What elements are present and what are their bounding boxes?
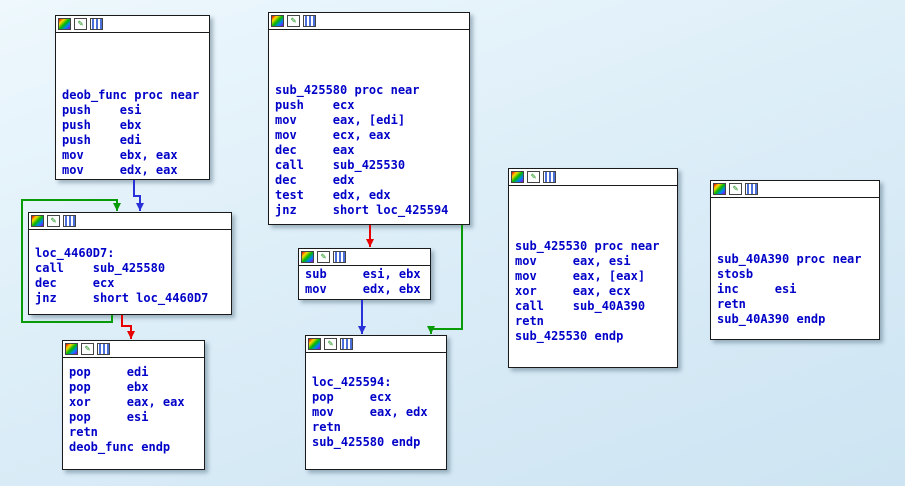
asm-line[interactable]: retn [312,420,341,434]
asm-line[interactable]: jnz short loc_4460D7 [35,291,209,305]
group-node-icon[interactable] [340,338,353,350]
node-color-icon[interactable] [58,18,71,30]
asm-line[interactable]: call sub_425580 [35,261,166,275]
group-node-icon[interactable] [97,343,110,355]
edit-node-icon[interactable]: ✎ [287,15,300,27]
asm-line[interactable]: dec eax [275,143,355,157]
asm-line[interactable]: mov edx, eax [62,163,178,177]
node-color-icon[interactable] [713,183,726,195]
asm-line[interactable]: push esi [62,103,142,117]
asm-line[interactable]: stosb [717,267,754,281]
asm-line[interactable]: mov eax, edx [312,405,428,419]
flow-edge-deob_func_entry-to-loc_4460D7 [133,180,144,211]
asm-line[interactable]: push ecx [275,98,355,112]
node-titlebar[interactable]: ✎ [299,249,430,266]
asm-line[interactable]: sub_40A390 endp [717,312,826,326]
group-node-icon[interactable] [543,171,556,183]
node-titlebar[interactable]: ✎ [306,336,446,353]
group-node-icon[interactable] [63,215,76,227]
flow-edge-loc_4460D7-to-deob_func_exit [121,315,135,339]
asm-line[interactable]: mov eax, [edi] [275,113,406,127]
asm-line[interactable]: xor eax, eax [69,395,185,409]
asm-line[interactable]: mov ebx, eax [62,148,178,162]
node-color-icon[interactable] [31,215,44,227]
asm-line[interactable]: pop esi [69,410,149,424]
edit-node-icon[interactable]: ✎ [729,183,742,195]
edit-node-icon[interactable]: ✎ [47,215,60,227]
group-node-icon[interactable] [90,18,103,30]
node-color-icon[interactable] [271,15,284,27]
asm-line[interactable]: mov eax, esi [515,254,631,268]
asm-line[interactable]: dec edx [275,173,355,187]
asm-line[interactable]: mov ecx, eax [275,128,391,142]
node-titlebar[interactable]: ✎ [56,16,209,33]
asm-line[interactable]: sub_425580 proc near [275,83,420,97]
node-titlebar[interactable]: ✎ [269,13,469,30]
edit-node-icon[interactable]: ✎ [527,171,540,183]
asm-line[interactable]: pop edi [69,365,149,379]
asm-line[interactable]: pop ebx [69,380,149,394]
asm-line[interactable]: push ebx [62,118,142,132]
group-node-icon[interactable] [745,183,758,195]
asm-line[interactable]: sub_40A390 proc near [717,252,862,266]
edit-node-icon[interactable]: ✎ [74,18,87,30]
node-color-icon[interactable] [65,343,78,355]
asm-line[interactable]: retn [69,425,98,439]
asm-line[interactable]: sub_425530 proc near [515,239,660,253]
asm-line[interactable]: deob_func endp [69,440,171,454]
asm-line[interactable]: test edx, edx [275,188,391,202]
asm-line[interactable]: push edi [62,133,142,147]
asm-line[interactable]: xor eax, ecx [515,284,631,298]
asm-line[interactable]: retn [515,314,544,328]
asm-line[interactable]: mov edx, ebx [305,282,421,296]
node-titlebar[interactable]: ✎ [29,213,231,230]
asm-line[interactable]: deob_func proc near [62,88,200,102]
node-titlebar[interactable]: ✎ [509,169,677,186]
edit-node-icon[interactable]: ✎ [324,338,337,350]
asm-line[interactable]: loc_4460D7: [35,246,115,260]
node-color-icon[interactable] [308,338,321,350]
group-node-icon[interactable] [333,251,346,263]
asm-line[interactable]: call sub_425530 [275,158,406,172]
flow-edge-sub_425580_entry-to-loc_425594 [427,225,463,334]
asm-line[interactable]: sub esi, ebx [305,267,421,281]
asm-line[interactable]: sub_425530 endp [515,329,624,343]
edit-node-icon[interactable]: ✎ [317,251,330,263]
asm-line[interactable]: dec ecx [35,276,115,290]
asm-line[interactable]: sub_425580 endp [312,435,421,449]
node-titlebar[interactable]: ✎ [63,341,204,358]
node-color-icon[interactable] [511,171,524,183]
asm-line[interactable]: pop ecx [312,390,392,404]
asm-line[interactable]: loc_425594: [312,375,392,389]
asm-line[interactable]: mov eax, [eax] [515,269,646,283]
edit-node-icon[interactable]: ✎ [81,343,94,355]
group-node-icon[interactable] [303,15,316,27]
asm-line[interactable]: jnz short loc_425594 [275,203,449,217]
asm-line[interactable]: retn [717,297,746,311]
node-color-icon[interactable] [301,251,314,263]
node-titlebar[interactable]: ✎ [711,181,879,198]
asm-line[interactable]: call sub_40A390 [515,299,646,313]
asm-line[interactable]: inc esi [717,282,797,296]
